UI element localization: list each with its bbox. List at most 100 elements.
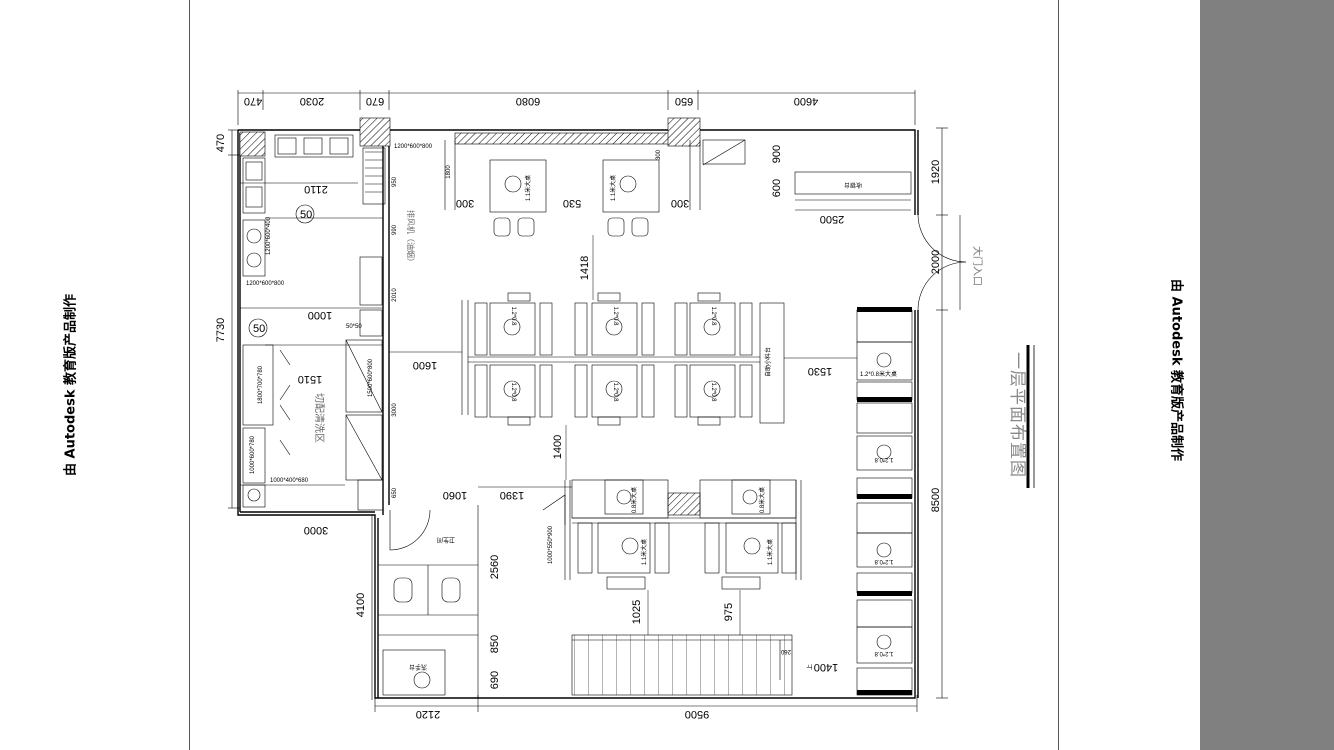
dim-inner-11: 1400 <box>552 435 564 459</box>
gray-side-panel <box>1200 0 1334 750</box>
kitchen-area <box>240 134 386 511</box>
dim-inner-9: 1530 <box>808 365 832 377</box>
wash-label: 洗手台 <box>409 663 427 671</box>
dim-inner-30: 300 <box>656 149 662 160</box>
dim-inner-14: 2560 <box>489 555 501 579</box>
equip-label-3: 1200*600*800 <box>246 281 285 287</box>
equip-label-1: 1200*600*800 <box>394 144 433 150</box>
dim-inner-24: 950 <box>392 176 398 187</box>
circle-label-2: 50 <box>253 323 265 335</box>
table-label-11: 1.1米大桌 <box>640 539 648 565</box>
dim-top-3: 670 <box>366 95 384 107</box>
sheet-border-right <box>1058 0 1059 750</box>
equip-label-8: 1000*550*900 <box>548 525 554 564</box>
top-booths <box>444 139 746 237</box>
right-dimension-line <box>936 127 948 699</box>
dim-left-2: 7730 <box>215 318 227 342</box>
table-label-10: 0.8米大桌 <box>758 487 766 513</box>
dim-inner-26: 2010 <box>392 288 398 302</box>
equip-label-2: 1200*600*400 <box>266 216 272 255</box>
dim-inner-15: 850 <box>489 635 501 653</box>
dim-inner-19: 1400 <box>814 661 838 673</box>
lower-booths <box>542 479 802 590</box>
dimension-texts-bottom: 2120 9500 <box>416 708 709 720</box>
right-booth-dividers <box>857 307 912 695</box>
dim-inner-5: 1000 <box>308 309 332 321</box>
cut-area-label: 切配清洗区 <box>313 393 326 443</box>
table-label-13: 1.2*0.8米大桌 <box>860 370 897 378</box>
table-label-12: 1.1米大桌 <box>766 539 774 565</box>
stair-up-label: 上 <box>806 664 814 670</box>
sheet-border-left <box>189 0 190 750</box>
dim-inner-28: 650 <box>392 487 398 498</box>
inner-dimension-texts: 900 600 2500 2110 1000 1510 3000 1600 15… <box>298 145 844 689</box>
staircase <box>571 634 793 696</box>
dim-inner-17: 1025 <box>631 600 643 624</box>
cashier-label: 收银台 <box>844 181 862 189</box>
dim-inner-3: 2500 <box>820 213 844 225</box>
table-label-14: 1.2*0.8 <box>874 456 894 462</box>
dim-top-4: 6080 <box>516 95 540 107</box>
table-label-16: 1.2*0.8 <box>874 650 894 656</box>
inner-dimension-lines <box>389 235 857 635</box>
room-labels: 收银台 自助小料台 洗手台 上 卫生间 切配清洗区 排风机（油烟） 大门入口 一… <box>313 181 1027 671</box>
equipment-labels: 1200*600*800 1200*600*400 1200*600*800 1… <box>246 144 554 564</box>
dim-right-1: 1920 <box>930 160 942 184</box>
dim-inner-21: 300 <box>456 197 474 209</box>
dim-inner-8: 1600 <box>413 359 437 371</box>
middle-dining-tables <box>461 292 785 426</box>
dim-left-1: 470 <box>215 134 227 152</box>
table-label-1: 1.1米大桌 <box>524 175 532 201</box>
outer-walls <box>237 129 919 699</box>
dim-inner-13: 1390 <box>500 489 524 501</box>
dim-inner-12: 1060 <box>443 489 467 501</box>
top-dimension-line <box>237 90 916 125</box>
toilet-label: 卫生间 <box>437 536 455 544</box>
toilet-area <box>378 505 479 698</box>
dim-inner-22: 530 <box>563 197 581 209</box>
hatched-columns <box>239 117 701 516</box>
cashier-counter <box>794 171 912 211</box>
circle-label-1: 50 <box>300 209 312 221</box>
table-label-2: 1.1米大桌 <box>609 175 617 201</box>
dim-inner-1: 900 <box>771 145 783 163</box>
equip-label-9: 50*50 <box>346 324 362 330</box>
dim-bottom-1: 2120 <box>416 708 440 720</box>
buffet-label: 自助小料台 <box>764 347 772 377</box>
plan-title: 一层平面布置图 <box>1007 352 1027 478</box>
dimension-texts-top: 470 2030 670 6080 650 4600 <box>244 95 818 107</box>
entrance-door <box>917 214 967 311</box>
dim-inner-25: 990 <box>392 224 398 235</box>
dim-right-3: 8500 <box>930 488 942 512</box>
dim-inner-2: 600 <box>771 179 783 197</box>
table-label-5: 1.2*0.8 <box>710 306 716 326</box>
table-label-8: 1.2*0.8 <box>710 382 716 402</box>
dim-left-3: 4100 <box>355 593 367 617</box>
table-label-15: 1.2*0.8 <box>874 558 894 564</box>
table-label-4: 1.2*0.8 <box>612 306 618 326</box>
dim-inner-27: 3000 <box>392 403 398 417</box>
dim-top-5: 650 <box>675 95 693 107</box>
table-label-3: 1.2*0.8 <box>510 306 516 326</box>
dim-inner-23: 300 <box>671 197 689 209</box>
dim-bottom-2: 9500 <box>685 708 709 720</box>
vent-label: 排风机（油烟） <box>406 210 416 266</box>
table-label-7: 1.2*0.8 <box>612 382 618 402</box>
dim-top-2: 2030 <box>300 95 324 107</box>
dim-top-6: 4600 <box>794 95 818 107</box>
equip-label-7: 1500*600*800 <box>368 358 374 397</box>
title-underline <box>1026 345 1035 488</box>
dim-inner-20: 260 <box>780 648 791 654</box>
dimension-texts-right: 1920 2000 8500 <box>930 160 942 512</box>
table-labels: 1.1米大桌 1.1米大桌 1.2*0.8 1.2*0.8 1.2*0.8 1.… <box>510 175 897 656</box>
dimension-texts-left: 470 7730 4100 <box>215 134 367 617</box>
right-side-booths <box>856 309 913 696</box>
equip-label-4: 1800*700*780 <box>258 365 264 404</box>
kitchen-circle-labels: 50 50 <box>253 209 312 335</box>
dim-right-2: 2000 <box>930 250 942 274</box>
dim-inner-29: 1800 <box>446 165 452 179</box>
table-label-6: 1.2*0.8 <box>510 382 516 402</box>
entrance-label: 大门入口 <box>971 246 984 286</box>
